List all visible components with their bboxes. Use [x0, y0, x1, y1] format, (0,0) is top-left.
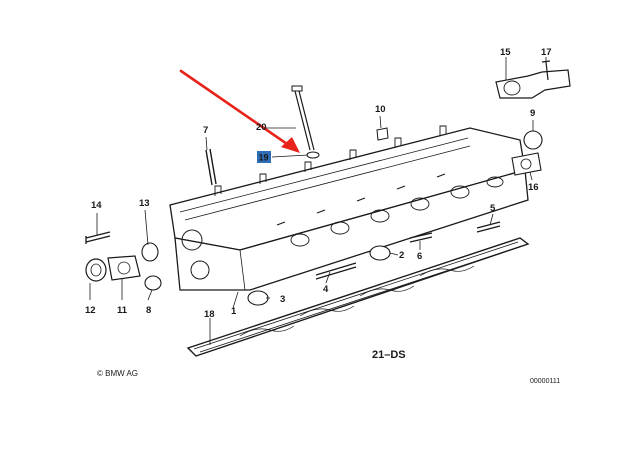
callout-20: 20 — [256, 122, 267, 133]
thermostat-gasket — [511, 152, 542, 176]
callout-2: 2 — [399, 250, 404, 261]
stud — [205, 148, 217, 186]
callout-6: 6 — [417, 251, 422, 262]
callout-9: 9 — [530, 108, 535, 119]
stud-long — [315, 262, 357, 280]
dowel-sleeve — [409, 232, 433, 243]
callout-15: 15 — [500, 47, 511, 58]
callout-10: 10 — [375, 104, 386, 115]
sealing-cap — [376, 127, 389, 141]
indicator-arrow — [179, 69, 300, 153]
callout-17: 17 — [541, 47, 552, 58]
highlight-box — [257, 151, 271, 163]
bolt — [85, 231, 111, 244]
callout-12: 12 — [85, 305, 96, 316]
copyright-text: © BMW AG — [97, 369, 138, 378]
seal — [247, 290, 269, 306]
callout-5: 5 — [490, 203, 496, 214]
callout-13: 13 — [139, 198, 150, 209]
plug — [523, 130, 543, 150]
part-callouts: 1 2 3 4 5 6 7 8 9 10 11 12 13 14 15 16 1… — [85, 47, 552, 320]
callout-1: 1 — [231, 306, 237, 317]
shaft-seal — [85, 258, 107, 282]
callout-3: 3 — [280, 294, 285, 305]
callout-8: 8 — [146, 305, 151, 316]
sleeve — [144, 275, 162, 291]
callout-7: 7 — [203, 125, 208, 136]
stud-short — [476, 221, 501, 233]
callout-16: 16 — [528, 182, 539, 193]
water-neck-housing — [495, 69, 571, 99]
flange — [107, 255, 141, 281]
ring — [369, 245, 391, 261]
callout-19-highlighted: 19 — [259, 153, 269, 163]
head-bolt — [291, 85, 315, 151]
cylinder-head — [169, 125, 529, 291]
cylinder-head-gasket — [186, 237, 530, 357]
group-label: 21–DS — [372, 349, 406, 361]
o-ring — [141, 242, 159, 262]
leader-lines — [89, 57, 547, 345]
callout-11: 11 — [117, 305, 128, 316]
washer — [306, 151, 320, 159]
callout-18: 18 — [204, 309, 215, 320]
callout-14: 14 — [91, 200, 102, 211]
callout-4: 4 — [323, 284, 329, 295]
reference-number: 00000111 — [530, 378, 560, 385]
